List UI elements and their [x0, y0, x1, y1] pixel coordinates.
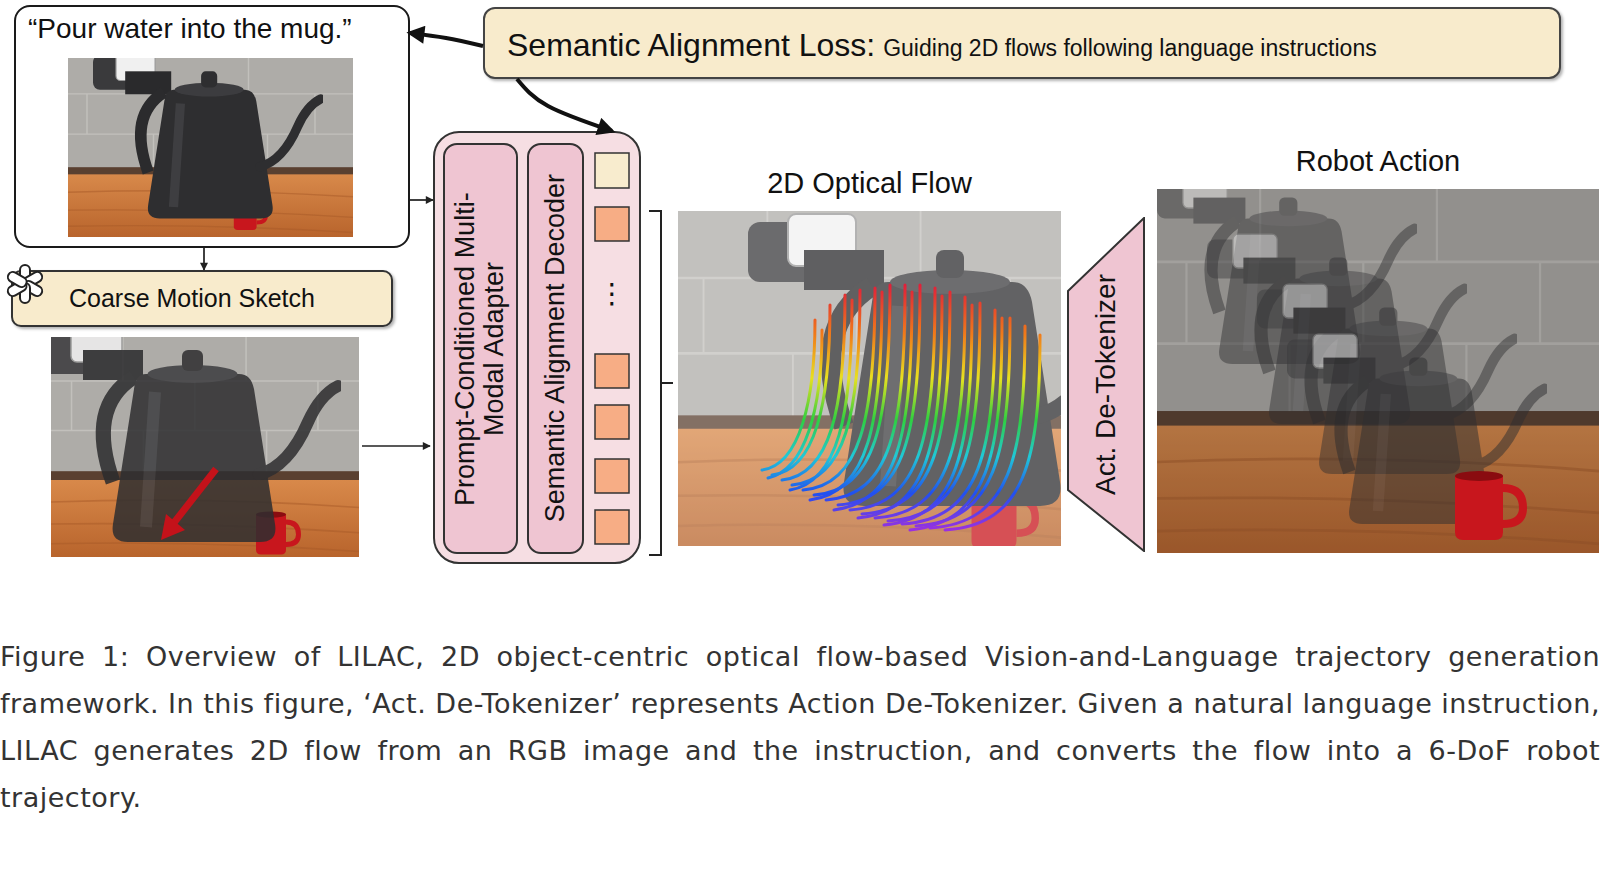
sketch-photo — [41, 323, 338, 542]
action-photo — [1157, 174, 1599, 553]
sketch-to-adapter-arrow — [362, 445, 430, 447]
action-photo — [1157, 189, 1599, 553]
token-bracket — [649, 211, 673, 555]
node-label: Prompt-Conditioned Multi-Modal Adapter — [451, 179, 509, 519]
figure-caption: Figure 1: Overview of LILAC, 2D object-c… — [0, 633, 1600, 821]
node-label: “Pour water into the mug.” — [28, 13, 402, 45]
instruction-photo — [93, 51, 321, 219]
flow-arrow — [203, 248, 205, 270]
token-column — [595, 153, 629, 188]
detokenizer-block: Act. De-Tokenizer — [1067, 217, 1145, 552]
token-column — [595, 459, 629, 493]
flow-arrow — [410, 199, 433, 201]
token-column — [595, 207, 629, 241]
node-label: 2D Optical Flow — [658, 167, 1081, 200]
token-column — [595, 510, 629, 544]
flow-photo — [678, 211, 1061, 546]
adapter-block: Prompt-Conditioned Multi-Modal Adapter — [443, 143, 518, 554]
action-photo — [1455, 471, 1523, 540]
optical-flow-trails — [803, 288, 875, 490]
token-column — [595, 405, 629, 439]
action-photo — [1157, 189, 1599, 553]
optical-flow-trails — [782, 295, 845, 480]
openai-logo — [6, 270, 28, 289]
action-photo — [1287, 334, 1544, 524]
openai-logo — [20, 265, 30, 285]
token-container: ⋮ Prompt-Conditioned Multi-Modal Adapter S… — [433, 131, 641, 564]
optical-flow-trails — [762, 285, 1040, 530]
node-label: Semantic Alignment Loss: — [507, 27, 875, 64]
optical-flow-trails — [910, 318, 1002, 530]
optical-flow-trails — [792, 290, 860, 485]
node-sublabel: Guiding 2D flows following language inst… — [883, 35, 1377, 62]
sketch-photo — [41, 323, 359, 557]
optical-flow-trails — [810, 292, 882, 500]
optical-flow-trails — [884, 305, 972, 525]
node-label: ⋮ — [595, 277, 629, 310]
node-label: Semantic Alignment Decoder — [541, 174, 570, 522]
optical-flow-trails — [790, 300, 852, 490]
openai-logo — [6, 279, 28, 298]
token-column — [595, 354, 629, 388]
optical-flow-trails — [850, 288, 935, 510]
decoder-block: Semantic Alignment Decoder — [527, 143, 584, 554]
node-label: Act. De-Tokenizer — [1091, 274, 1121, 495]
sketch-arrow — [173, 469, 216, 524]
trapezoid-outline — [1068, 218, 1144, 551]
optical-flow-trails — [858, 296, 942, 518]
token-column — [595, 153, 629, 544]
sketch-label-box: Coarse Motion Sketch — [11, 270, 393, 327]
flow-arrow — [517, 79, 612, 131]
flow-photo — [678, 211, 1061, 546]
loss-box: Semantic Alignment Loss: Guiding 2D flows… — [483, 7, 1561, 79]
openai-logo — [6, 265, 44, 303]
optical-flow-trails — [875, 297, 965, 518]
optical-flow-trails — [768, 330, 822, 478]
openai-logo — [22, 270, 44, 289]
openai-logo — [22, 279, 44, 298]
node-label: Robot Action — [1157, 145, 1599, 178]
node-label: Coarse Motion Sketch — [69, 284, 315, 313]
flow-panel: 2D Optical Flow — [678, 211, 1061, 546]
action-panel: Robot Action — [1157, 189, 1599, 553]
optical-flow-trails — [826, 285, 905, 500]
openai-logo — [20, 283, 30, 303]
optical-flow-trails — [834, 292, 912, 510]
instruction-panel: “Pour water into the mug.” — [14, 5, 410, 248]
instruction-photo — [68, 51, 353, 237]
flow-arrow — [410, 33, 483, 46]
sketch-arrow-head — [161, 514, 185, 540]
optical-flow-trails — [945, 335, 1040, 530]
